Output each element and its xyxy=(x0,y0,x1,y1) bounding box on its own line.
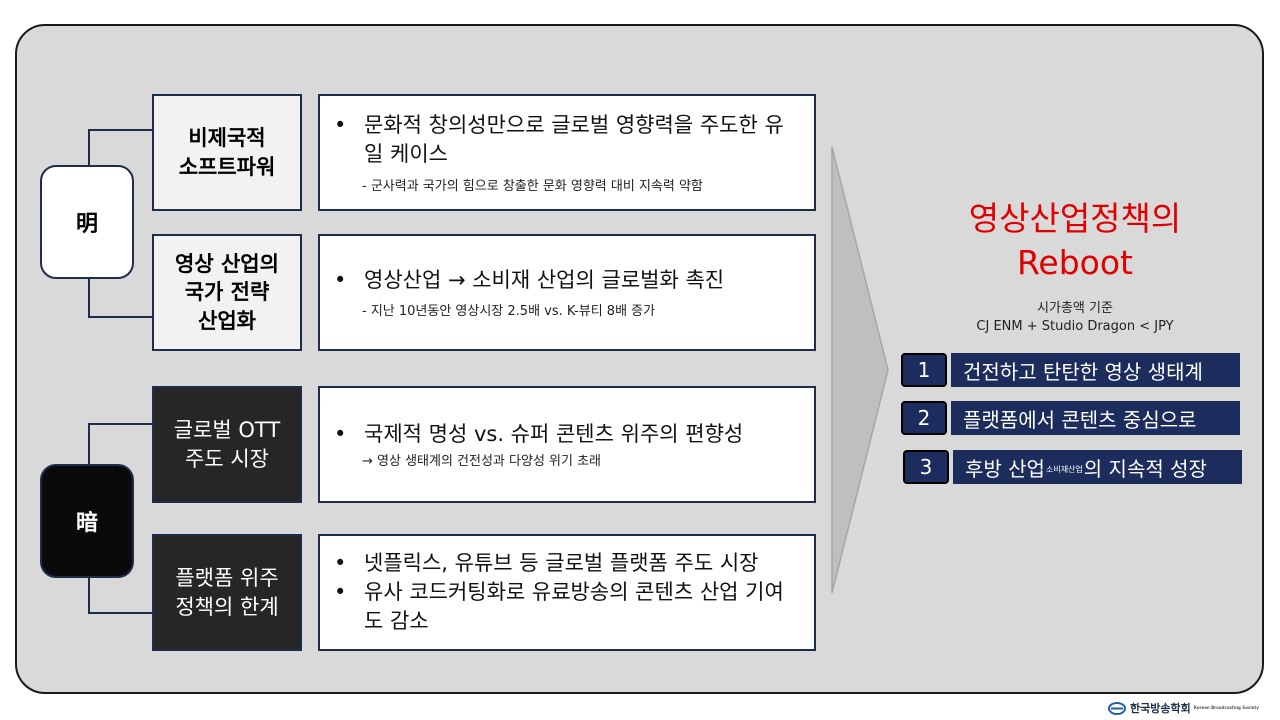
bright-tag: 明 xyxy=(40,165,134,279)
description-box: •국제적 명성 vs. 슈퍼 콘텐츠 위주의 편향성 → 영상 생태계의 건전성… xyxy=(318,386,816,503)
category-box-global-ott: 글로벌 OTT 주도 시장 xyxy=(152,386,302,503)
bullet-note: - 군사력과 국가의 힘으로 창출한 문화 영향력 대비 지속력 약함 xyxy=(362,178,703,194)
bullet-item: •국제적 명성 vs. 슈퍼 콘텐츠 위주의 편향성 xyxy=(334,420,802,449)
description-box: •넷플릭스, 유튜브 등 글로벌 플랫폼 주도 시장 •유사 코드커팅화로 유료… xyxy=(318,534,816,651)
bullet-text: 유사 코드커팅화로 유료방송의 콘텐츠 산업 기여도 감소 xyxy=(364,580,784,633)
connector-line xyxy=(88,316,152,318)
chevron-arrow-icon xyxy=(831,146,889,594)
bullet-item: •넷플릭스, 유튜브 등 글로벌 플랫폼 주도 시장 xyxy=(334,549,802,578)
item-number-badge: 2 xyxy=(901,401,947,435)
connector-line xyxy=(88,612,152,614)
bullet-item: •문화적 창의성만으로 글로벌 영향력을 주도한 유일 케이스 xyxy=(334,111,802,169)
reboot-item-2: 2 플랫폼에서 콘텐츠 중심으로 xyxy=(901,401,1240,435)
bullet-text: 국제적 명성 vs. 슈퍼 콘텐츠 위주의 편향성 xyxy=(364,421,744,446)
item-label: 플랫폼에서 콘텐츠 중심으로 xyxy=(951,401,1240,435)
category-box-strategic-industry: 영상 산업의 국가 전략 산업화 xyxy=(152,234,302,351)
bullet-text: 문화적 창의성만으로 글로벌 영향력을 주도한 유일 케이스 xyxy=(364,113,784,166)
item-number-badge: 1 xyxy=(901,353,947,387)
connector-line xyxy=(88,129,90,166)
society-name: 한국방송학회 xyxy=(1130,702,1191,715)
bullet-item: •유사 코드커팅화로 유료방송의 콘텐츠 산업 기여도 감소 xyxy=(334,578,802,636)
connector-line xyxy=(88,423,90,465)
description-box: •문화적 창의성만으로 글로벌 영향력을 주도한 유일 케이스 - 군사력과 국… xyxy=(318,94,816,211)
category-box-platform-policy: 플랫폼 위주 정책의 한계 xyxy=(152,534,302,651)
market-cap-note: 시가총액 기준 CJ ENM + Studio Dragon < JPY xyxy=(976,301,1174,334)
conclusion-title: 영상산업정책의 Reboot xyxy=(968,199,1182,282)
bullet-note: - 지난 10년동안 영상시장 2.5배 vs. K-뷰티 8배 증가 xyxy=(362,304,656,320)
item-number-badge: 3 xyxy=(903,450,949,484)
category-box-soft-power: 비제국적 소프트파워 xyxy=(152,94,302,211)
bullet-note: → 영상 생태계의 건전성과 다양성 위기 초래 xyxy=(362,454,602,470)
society-logo-icon xyxy=(1108,701,1126,715)
connector-line xyxy=(88,577,90,613)
bullet-text: 넷플릭스, 유튜브 등 글로벌 플랫폼 주도 시장 xyxy=(364,551,759,576)
description-box: •영상산업 → 소비재 산업의 글로벌화 촉진 - 지난 10년동안 영상시장 … xyxy=(318,234,816,351)
bullet-text: 영상산업 → 소비재 산업의 글로벌화 촉진 xyxy=(364,267,725,292)
connector-line xyxy=(88,279,90,317)
item-label: 건전하고 탄탄한 영상 생태계 xyxy=(951,353,1240,387)
bullet-item: •영상산업 → 소비재 산업의 글로벌화 촉진 xyxy=(334,266,802,295)
society-subname: Korean Broadcasting Society xyxy=(1193,704,1259,710)
connector-line xyxy=(88,129,152,131)
dark-tag: 暗 xyxy=(40,464,134,578)
connector-line xyxy=(88,423,152,425)
reboot-item-1: 1 건전하고 탄탄한 영상 생태계 xyxy=(901,353,1240,387)
society-logo: 한국방송학회 Korean Broadcasting Society xyxy=(1108,700,1259,716)
